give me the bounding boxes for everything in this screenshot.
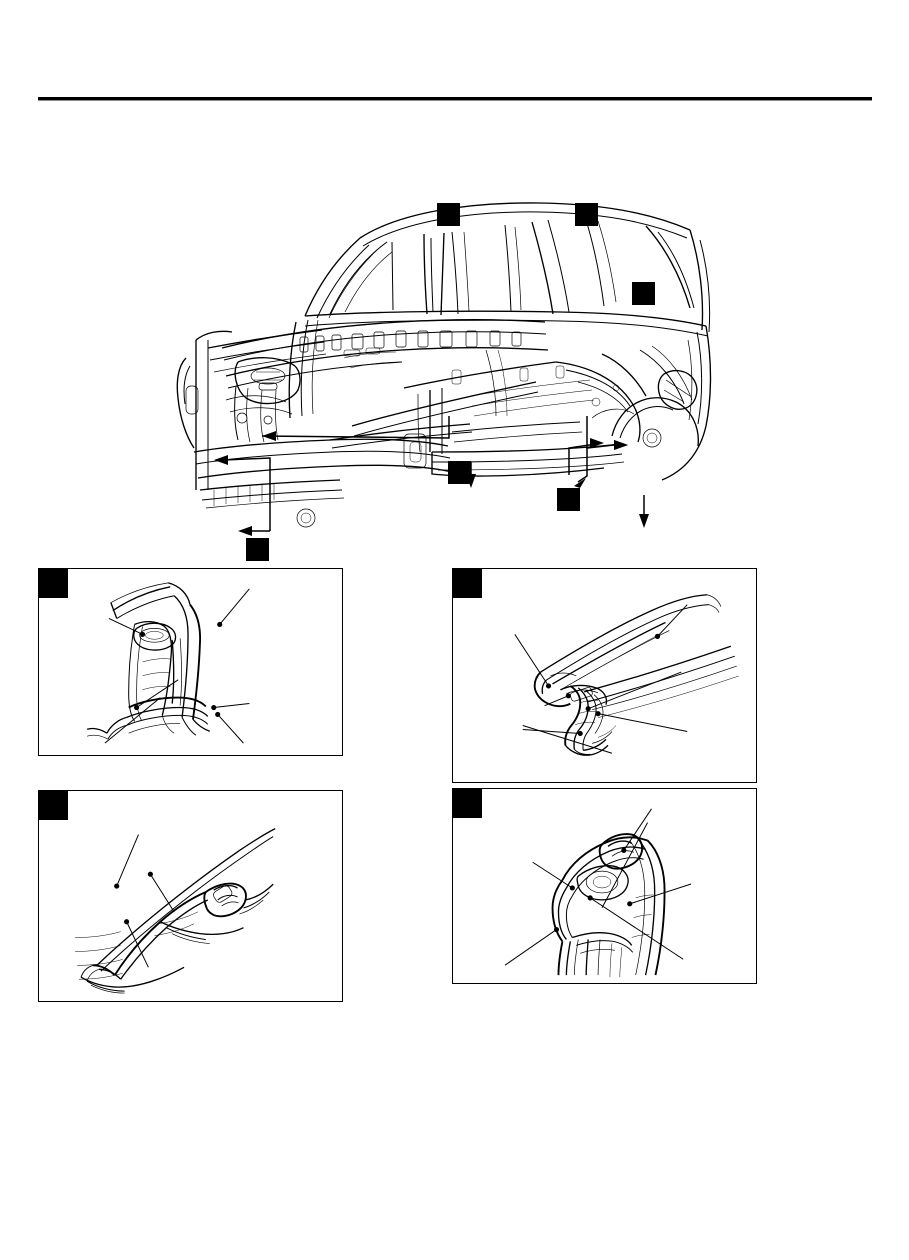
detail-panel-tag-side-sill	[38, 790, 68, 820]
callout-marker-c[interactable]	[632, 282, 655, 305]
roof-side-rail-leaders	[514, 604, 688, 754]
detail-panel-roof-side-rail[interactable]	[452, 568, 757, 783]
body-structure-cutaway-figure	[0, 190, 909, 560]
detail-panel-tag-center-pillar	[452, 788, 482, 818]
side-sill-artwork	[39, 791, 342, 1001]
vehicle-floor-and-tunnel	[329, 345, 698, 469]
detail-panel-front-pillar[interactable]	[38, 568, 343, 756]
detail-panel-center-pillar[interactable]	[452, 788, 757, 984]
vehicle-greenhouse-outline	[304, 202, 711, 333]
front-pillar-geometry	[86, 582, 211, 740]
side-sill-geometry	[75, 828, 276, 994]
front-pillar-leaders	[104, 588, 250, 744]
callout-marker-b[interactable]	[575, 203, 598, 226]
callout-leader-lines	[214, 416, 649, 536]
detail-panel-tag-roof-side-rail	[452, 568, 482, 598]
detail-panel-tag-front-pillar	[38, 568, 68, 598]
callout-marker-f[interactable]	[246, 538, 269, 561]
page-title	[38, 64, 872, 90]
callout-marker-a[interactable]	[437, 203, 460, 226]
callout-marker-d[interactable]	[448, 461, 471, 484]
center-pillar-leaders	[504, 808, 692, 966]
header-divider-rule	[38, 97, 872, 101]
roof-side-rail-artwork	[453, 569, 756, 782]
center-pillar-artwork	[453, 789, 756, 983]
side-sill-leaders	[114, 834, 175, 968]
vehicle-interior-misc-lines	[343, 347, 565, 417]
detail-panel-side-sill[interactable]	[38, 790, 343, 1002]
center-pillar-geometry	[551, 833, 666, 978]
front-pillar-artwork	[39, 569, 342, 755]
roof-side-rail-geometry	[533, 594, 739, 756]
vehicle-body-side-structure	[304, 310, 712, 481]
callout-marker-e[interactable]	[557, 488, 580, 511]
